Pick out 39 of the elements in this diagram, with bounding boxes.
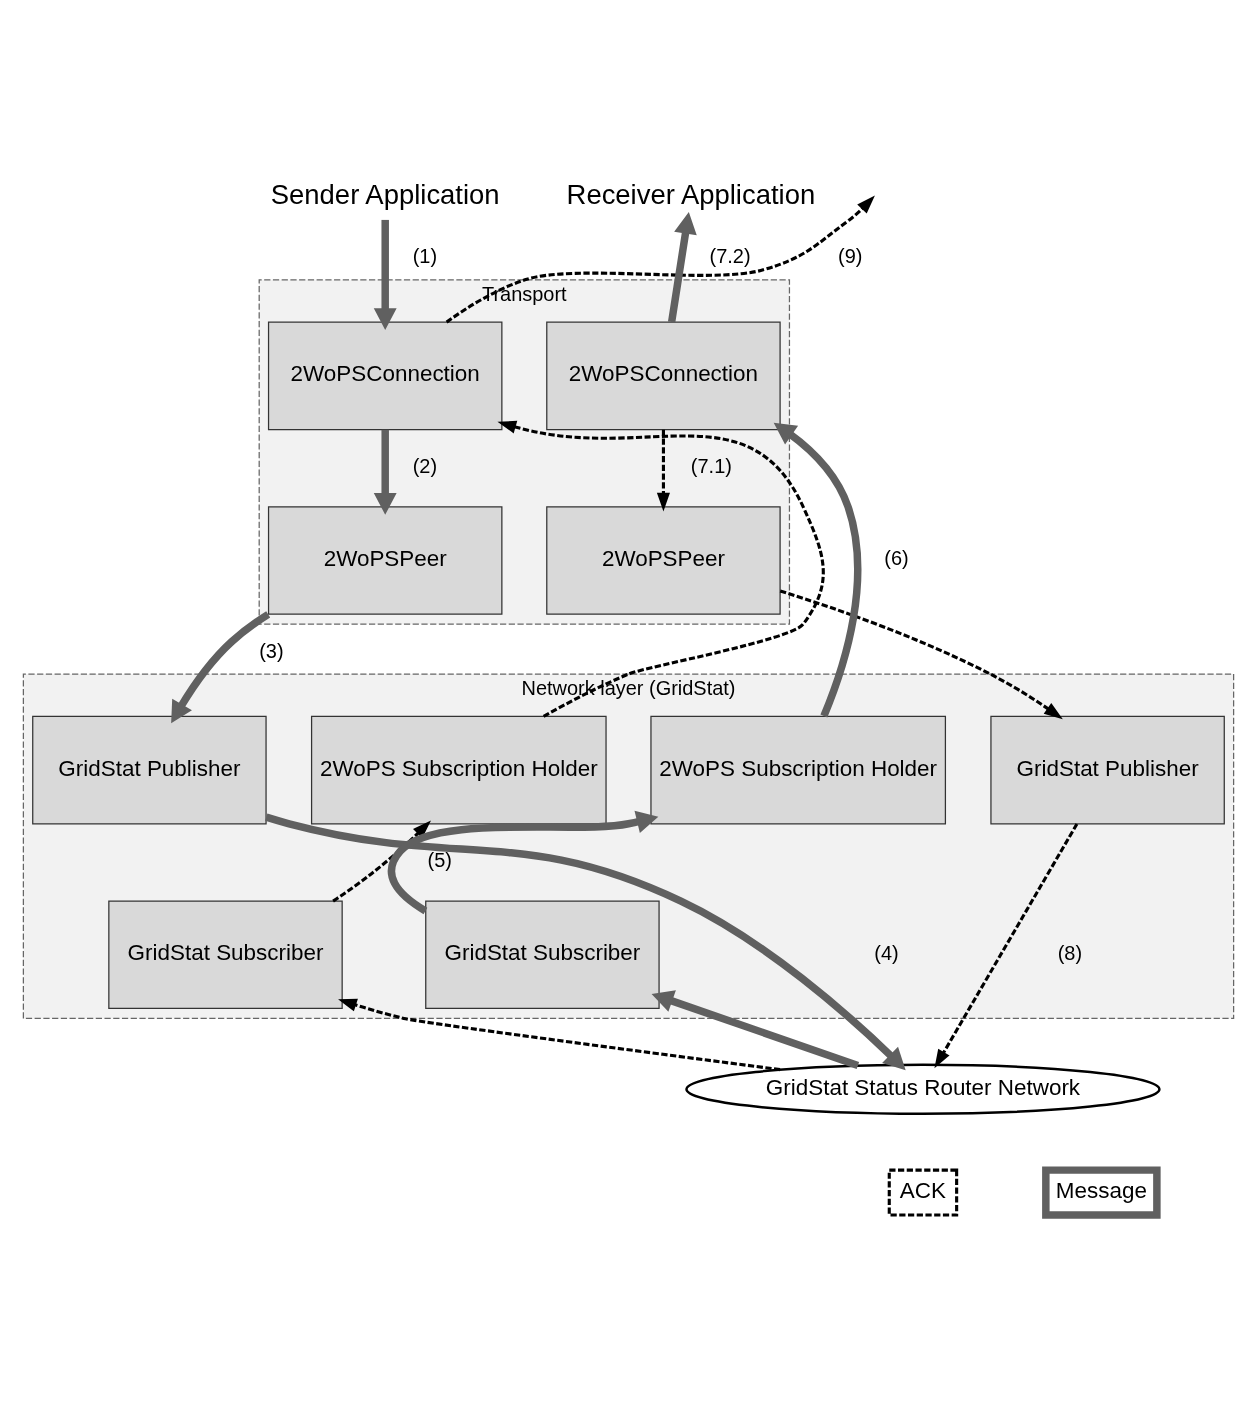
node-text: Receiver Application <box>566 178 816 210</box>
edge-label: (3) <box>259 639 284 662</box>
edge-label: (6) <box>884 546 909 569</box>
legend-label: Message <box>1055 1177 1147 1203</box>
arrow <box>497 420 825 718</box>
node-box: GridStat Publisher <box>32 715 267 824</box>
arrow <box>934 822 1079 1068</box>
legend-label: ACK <box>899 1177 947 1203</box>
node-text: Sender Application <box>270 178 500 210</box>
node-box: 2WoPSConnection <box>267 321 503 430</box>
node-ellipse: GridStat Status Router Network <box>685 1063 1161 1115</box>
arrow <box>773 422 862 717</box>
arrow <box>656 429 670 511</box>
arrow <box>387 810 659 914</box>
edge-label: (4) <box>874 941 899 964</box>
node-box: 2WoPS Subscription Holder <box>650 715 947 824</box>
node-box: 2WoPSPeer <box>546 505 781 615</box>
edge-label: (7.1) <box>690 454 732 477</box>
node-box: 2WoPS Subscription Holder <box>310 715 607 824</box>
arrow <box>445 194 875 323</box>
node-box: GridStat Publisher <box>990 715 1225 824</box>
edge-label: (7.2) <box>709 244 751 267</box>
node-box: 2WoPSConnection <box>546 321 781 430</box>
edge-label: (9) <box>838 244 863 267</box>
edge-label: (2) <box>412 454 438 477</box>
edge-label: (1) <box>412 244 438 267</box>
arrow <box>373 429 397 515</box>
arrow <box>332 820 431 902</box>
arrow <box>651 989 860 1069</box>
edge-label: (8) <box>1057 941 1083 964</box>
node-box: GridStat Subscriber <box>425 900 660 1009</box>
arrow <box>265 813 906 1070</box>
edge-label: (5) <box>427 848 453 871</box>
arrow <box>779 589 1063 719</box>
arrow <box>171 610 271 723</box>
arrow <box>338 998 781 1071</box>
arrow <box>667 211 697 323</box>
node-box: 2WoPSPeer <box>267 505 503 615</box>
node-box: GridStat Subscriber <box>108 900 343 1009</box>
